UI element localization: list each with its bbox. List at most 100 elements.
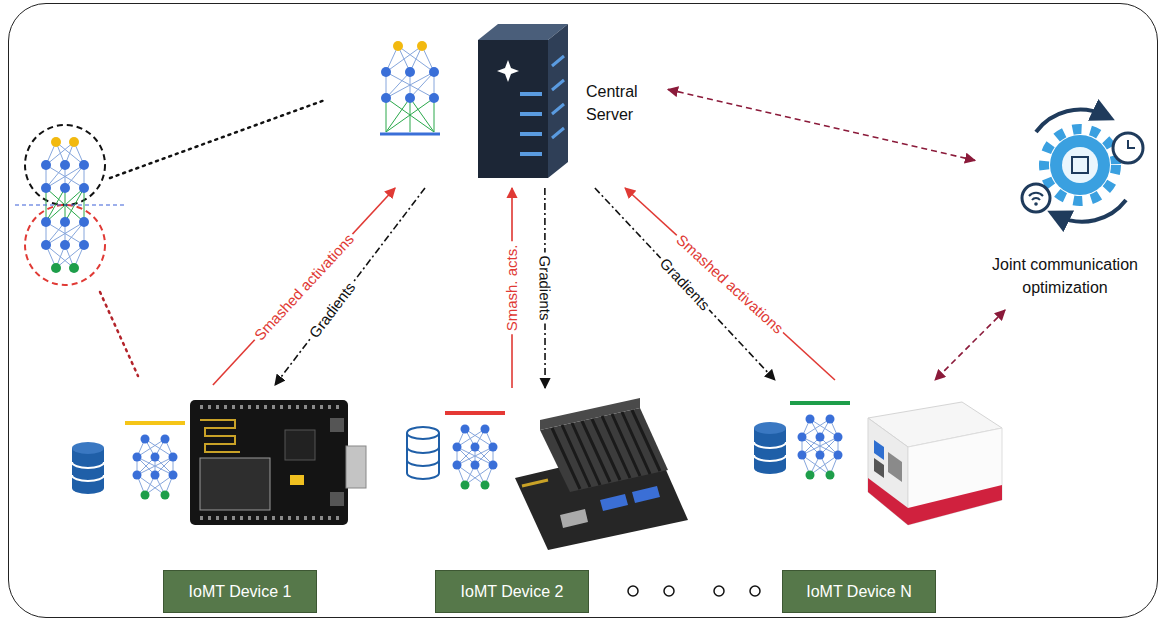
connector	[668, 89, 975, 160]
optimization-icon-part	[1029, 193, 1043, 200]
optimization-icon-part	[1113, 133, 1143, 163]
device-1-illustration-part	[200, 407, 340, 518]
labelled-icon-group: Joint communication optimization	[975, 90, 1155, 310]
device-label-box: IoMT Device N	[782, 570, 936, 613]
optimization-icon-part	[1034, 202, 1038, 206]
edge-label: Smash. acts.	[503, 242, 520, 335]
split-model-part-part	[60, 217, 70, 227]
server-model-part	[386, 46, 434, 98]
device-1-illustration-part	[330, 418, 344, 432]
server-model-part-part	[429, 93, 439, 103]
optimization-icon-part	[1062, 147, 1098, 183]
connector	[935, 310, 1005, 380]
server-model-part	[381, 67, 439, 103]
ellipsis-dots-part	[628, 586, 638, 596]
server-model-part-part	[381, 67, 391, 77]
device-n-illustration-part	[754, 422, 786, 474]
ellipsis-dots-part	[714, 586, 724, 596]
split-model-part-part	[41, 240, 51, 250]
device-2-illustration-part	[540, 398, 640, 430]
optimization-icon-part	[1128, 140, 1135, 148]
device-n-illustration-part	[868, 478, 908, 525]
node-label: Joint communication optimization	[975, 253, 1155, 299]
node-label: Central Server	[586, 80, 666, 126]
device-2-illustration-part	[552, 410, 660, 489]
split-model-part-part	[60, 160, 70, 170]
server-model-part-part	[381, 93, 391, 103]
device-1-illustration-part	[200, 420, 240, 452]
device-n-illustration	[754, 401, 1002, 525]
split-model-part-part	[79, 160, 89, 170]
device-1-illustration-part	[330, 492, 344, 506]
server-icon-part-part	[520, 112, 542, 116]
device-1-illustration-part	[72, 442, 104, 494]
optimization-icon-part	[1022, 184, 1050, 212]
split-model-part-part	[41, 183, 51, 193]
device-2-illustration-part	[632, 486, 660, 503]
optimization-icon-part	[1044, 129, 1116, 201]
device-n-illustration-part	[868, 418, 908, 525]
ellipsis-dots-part	[750, 586, 760, 596]
split-model-part	[100, 292, 138, 376]
optimization-icon-part	[1058, 200, 1126, 222]
device-1-illustration-part	[190, 400, 348, 525]
server-icon-part-part	[520, 152, 542, 156]
device-2-illustration	[407, 398, 688, 550]
server-model-part-part	[429, 67, 439, 77]
server-model	[380, 41, 440, 134]
split-model-part-part	[79, 183, 89, 193]
split-model-part	[110, 100, 325, 178]
connector	[213, 188, 395, 385]
split-model-part	[15, 204, 125, 205]
device-n-illustration-part	[888, 452, 902, 482]
device-1-illustration-part	[125, 421, 185, 425]
server-icon-part	[520, 92, 542, 156]
ellipsis-dots	[628, 586, 760, 596]
device-n-illustration-part	[908, 428, 1002, 525]
device-1-illustration-part	[133, 435, 178, 500]
device-n-illustration-part	[874, 440, 884, 460]
device-group: IoMT Device 2	[400, 388, 685, 615]
optimization-icon-part	[1050, 135, 1110, 195]
device-group: IoMT Device N	[745, 380, 1005, 615]
split-model-part	[25, 205, 105, 285]
ellipsis-dots-part	[664, 586, 674, 596]
split-model-part	[51, 137, 79, 147]
device-1-illustration-part	[200, 458, 270, 510]
device-2-illustration-part	[560, 509, 588, 528]
split-model-part	[25, 125, 105, 205]
connector	[625, 188, 835, 380]
server-icon-part	[497, 60, 519, 82]
device-2-illustration-part	[445, 411, 505, 415]
split-model-part	[51, 263, 79, 273]
split-model-part	[41, 160, 89, 250]
split-model-part-part	[79, 240, 89, 250]
device-2-illustration-part	[407, 427, 439, 479]
split-model-part-part	[60, 183, 70, 193]
split-model-part-part	[69, 263, 79, 273]
edge-label: Gradients	[536, 252, 553, 323]
split-model-part-part	[41, 160, 51, 170]
device-group: IoMT Device 1	[65, 385, 365, 615]
server-model-part	[386, 98, 434, 132]
device-n-illustration-part	[908, 485, 1002, 525]
split-model	[15, 100, 325, 376]
server-model-part	[393, 41, 427, 51]
optimization-icon	[1022, 110, 1143, 222]
device-1-illustration-part	[285, 430, 315, 460]
device-n-illustration-part	[790, 401, 850, 405]
server-icon-part	[478, 40, 548, 178]
server-icon-part	[552, 56, 564, 138]
connector	[595, 188, 775, 380]
server-model-part-part	[405, 67, 415, 77]
server-icon	[478, 24, 568, 178]
server-model-part-part	[405, 93, 415, 103]
labelled-icon-group: Central Server	[372, 18, 668, 188]
device-1-illustration-part	[290, 475, 304, 485]
server-model-part	[380, 133, 440, 136]
split-model-part-part	[60, 240, 70, 250]
device-n-illustration-part	[798, 415, 843, 480]
